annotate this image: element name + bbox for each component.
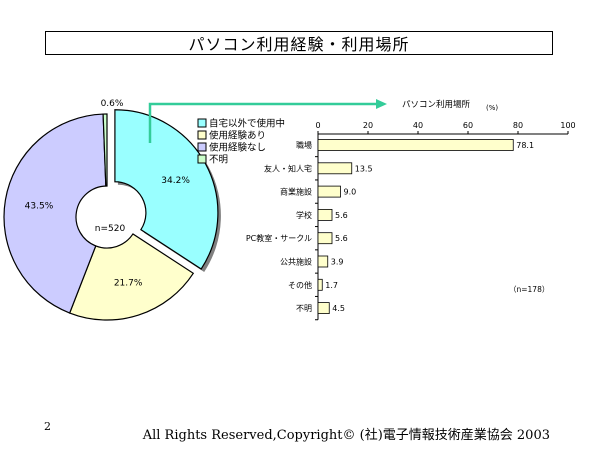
bar-category-label: 職場 bbox=[296, 140, 312, 150]
bar bbox=[317, 302, 330, 315]
bar bbox=[317, 185, 341, 198]
bar-x-tick-label: 80 bbox=[513, 121, 523, 130]
copyright-footer: All Rights Reserved,Copyright© (社)電子情報技術… bbox=[142, 428, 550, 443]
bar-chart-unit: (%) bbox=[486, 104, 498, 112]
bar bbox=[317, 139, 514, 151]
bar-category-label: 商業施設 bbox=[280, 187, 312, 197]
bar-category-label: その他 bbox=[288, 280, 312, 290]
bar-value-label: 5.6 bbox=[335, 234, 348, 243]
donut-chart: 34.2% 21.7% 43.5% 0.6% bbox=[3, 99, 221, 321]
bar-x-tick-label: 20 bbox=[363, 121, 373, 130]
legend-label: 不明 bbox=[209, 155, 228, 166]
legend-swatch bbox=[197, 130, 207, 140]
bar bbox=[317, 255, 329, 268]
legend-label: 自宅以外で使用中 bbox=[209, 118, 285, 130]
legend-swatch bbox=[197, 154, 207, 164]
pie-slice-label: 21.7% bbox=[114, 279, 143, 289]
bar-chart-sample-note: （n=178） bbox=[509, 285, 549, 294]
bar-x-tick-label: 100 bbox=[560, 121, 575, 130]
legend-item-used-before: 使用経験あり bbox=[197, 130, 266, 142]
bar-value-label: 9.0 bbox=[344, 188, 357, 197]
pie-slice bbox=[102, 113, 108, 187]
pie-center-label: n=520 bbox=[95, 224, 126, 234]
bar-value-label: 13.5 bbox=[355, 164, 373, 173]
page-title: パソコン利用経験・利用場所 bbox=[45, 31, 553, 55]
bar-x-tick-label: 40 bbox=[413, 121, 423, 130]
bar-chart: 0 20 40 60 80 100 職場 78.1 友人・知人宅 13.5 商業施設 9.0 学校 5.6… bbox=[246, 121, 576, 321]
bar bbox=[317, 232, 333, 245]
bar-category-label: 不明 bbox=[296, 304, 312, 313]
bar-category-label: 学校 bbox=[296, 210, 312, 220]
legend-swatch bbox=[197, 142, 207, 152]
bar-category-label: 友人・知人宅 bbox=[264, 163, 312, 173]
pie-slice-label: 0.6% bbox=[101, 99, 124, 109]
bar bbox=[317, 208, 333, 221]
bar-x-tick-label: 60 bbox=[463, 121, 473, 130]
bar-value-label: 4.5 bbox=[332, 304, 345, 313]
bar-value-label: 78.1 bbox=[516, 141, 534, 150]
page-number: 2 bbox=[44, 420, 51, 433]
bar-chart-title: パソコン利用場所 bbox=[402, 99, 471, 110]
bar-category-label: PC教室・サークル bbox=[246, 233, 312, 243]
bar-value-label: 1.7 bbox=[325, 281, 338, 290]
legend-label: 使用経験あり bbox=[209, 130, 266, 142]
pie-legend: 自宅以外で使用中 使用経験あり 使用経験なし 不明 bbox=[197, 118, 285, 166]
bar-value-label: 5.6 bbox=[335, 211, 348, 220]
bar-category-label: 公共施設 bbox=[280, 257, 312, 267]
bar bbox=[317, 162, 353, 175]
connector-arrow bbox=[148, 102, 378, 143]
arrow-head-icon bbox=[376, 99, 387, 109]
bar-value-label: 3.9 bbox=[331, 258, 344, 267]
pie-slice bbox=[114, 109, 219, 270]
pie-slice-label: 34.2% bbox=[161, 176, 190, 186]
legend-label: 使用経験なし bbox=[209, 142, 266, 154]
bar-x-tick-label: 0 bbox=[315, 121, 320, 130]
pie-slice-label: 43.5% bbox=[25, 202, 54, 212]
legend-item-home-outside: 自宅以外で使用中 bbox=[197, 118, 285, 130]
legend-item-never-used: 使用経験なし bbox=[197, 142, 266, 154]
bar bbox=[317, 278, 323, 291]
pie-slice bbox=[3, 113, 107, 314]
legend-swatch bbox=[197, 118, 207, 128]
pie-slice bbox=[68, 233, 195, 321]
legend-item-unknown: 不明 bbox=[197, 154, 228, 166]
